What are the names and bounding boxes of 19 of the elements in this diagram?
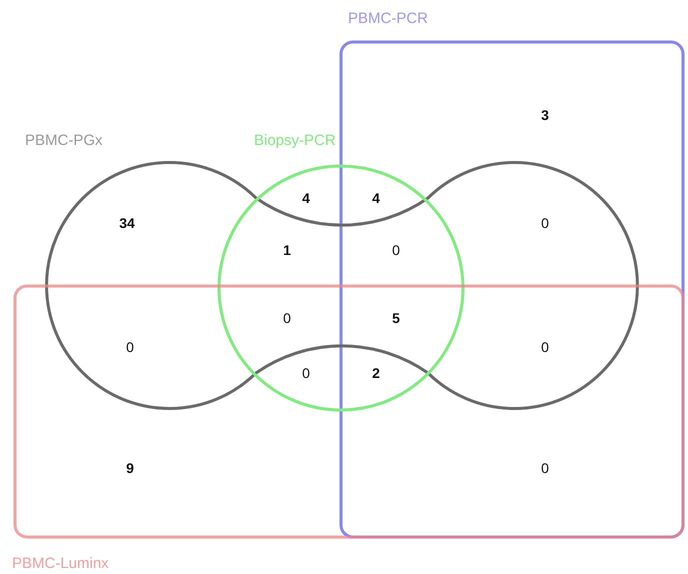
region-count: 2	[372, 365, 380, 381]
region-count: 0	[392, 242, 400, 258]
region-count: 9	[126, 460, 134, 476]
region-count: 0	[541, 460, 549, 476]
set-label: Biopsy-PCR	[254, 132, 336, 150]
set-label: PBMC-Luminx	[12, 555, 109, 573]
region-count: 4	[302, 190, 310, 206]
region-count: 1	[283, 242, 291, 258]
region-count: 0	[283, 310, 291, 326]
region-count: 4	[372, 190, 380, 206]
region-count: 0	[541, 339, 549, 355]
region-count: 5	[392, 310, 400, 326]
region-count: 0	[302, 365, 310, 381]
region-count: 0	[541, 215, 549, 231]
region-count: 3	[541, 107, 549, 123]
region-count: 0	[126, 339, 134, 355]
region-count: 34	[119, 215, 135, 231]
set-label: PBMC-PCR	[348, 10, 428, 28]
set-label: PBMC-PGx	[25, 132, 103, 150]
